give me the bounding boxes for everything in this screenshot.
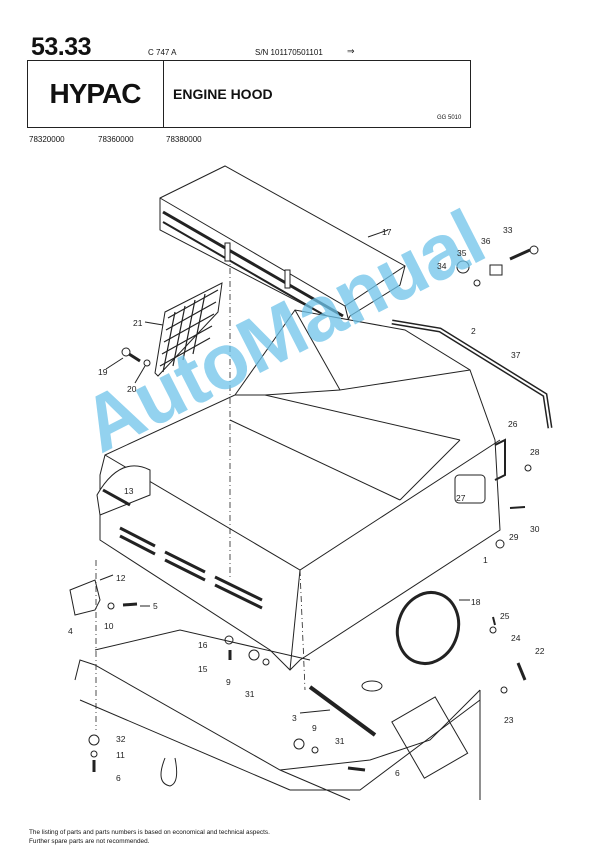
- drawing-code: GG 5010: [437, 115, 462, 121]
- callout-number: 35: [457, 248, 467, 258]
- callout-number: 1: [483, 555, 488, 565]
- grille-part: [144, 282, 223, 377]
- callout-number: 23: [504, 715, 514, 725]
- callout-number: 12: [116, 573, 126, 583]
- page-title: ENGINE HOOD: [173, 86, 273, 102]
- callout-number: 10: [104, 621, 114, 631]
- brand-logo: HYPAC: [49, 78, 142, 109]
- footer-note: The listing of parts and parts numbers i…: [29, 828, 270, 846]
- callout-number: 31: [335, 736, 345, 746]
- callout-number: 26: [508, 419, 518, 429]
- callout-number: 31: [245, 689, 255, 699]
- callout-number: 16: [198, 640, 208, 650]
- footer-line: The listing of parts and parts numbers i…: [29, 829, 270, 836]
- part-number: 78380000: [166, 135, 202, 144]
- callout-number: 6: [116, 773, 121, 783]
- callout-number: 15: [198, 664, 208, 674]
- top-cover-part: [159, 165, 406, 327]
- frame-part: [74, 629, 481, 801]
- callout-number: 29: [509, 532, 519, 542]
- brand-cell: HYPAC: [27, 60, 164, 128]
- callout-number: 30: [530, 524, 540, 534]
- serial-number: S/N 101170501101: [255, 48, 323, 57]
- page-number: 53.33: [31, 33, 92, 61]
- part-number: 78360000: [98, 135, 134, 144]
- arrow-right-icon: ⇒: [347, 46, 355, 56]
- callout-number: 19: [98, 367, 108, 377]
- callout-number: 20: [127, 384, 137, 394]
- callout-number: 2: [471, 326, 476, 336]
- footer-line: Further spare parts are not recommended.: [29, 838, 150, 845]
- header-box: [27, 60, 471, 128]
- callout-number: 22: [535, 646, 545, 656]
- callout-number: 36: [481, 236, 491, 246]
- callout-number: 24: [511, 633, 521, 643]
- callout-number: 6: [395, 768, 400, 778]
- callout-number: 21: [133, 318, 143, 328]
- callout-number: 9: [312, 723, 317, 733]
- model-code: C 747 A: [148, 48, 177, 57]
- callout-number: 17: [382, 227, 392, 237]
- callout-number: 25: [500, 611, 510, 621]
- part-number: 78320000: [29, 135, 65, 144]
- callout-number: 34: [437, 261, 447, 271]
- callout-number: 37: [511, 350, 521, 360]
- callout-number: 33: [503, 225, 513, 235]
- callout-number: 3: [292, 713, 297, 723]
- callout-number: 4: [68, 626, 73, 636]
- callout-number: 27: [456, 493, 466, 503]
- callout-number: 32: [116, 734, 126, 744]
- callout-number: 28: [530, 447, 540, 457]
- callout-number: 9: [226, 677, 231, 687]
- callout-number: 11: [116, 750, 125, 760]
- callout-number: 13: [124, 486, 134, 496]
- callout-number: 18: [471, 597, 481, 607]
- hood-body-part: [96, 309, 501, 671]
- callout-number: 5: [153, 601, 158, 611]
